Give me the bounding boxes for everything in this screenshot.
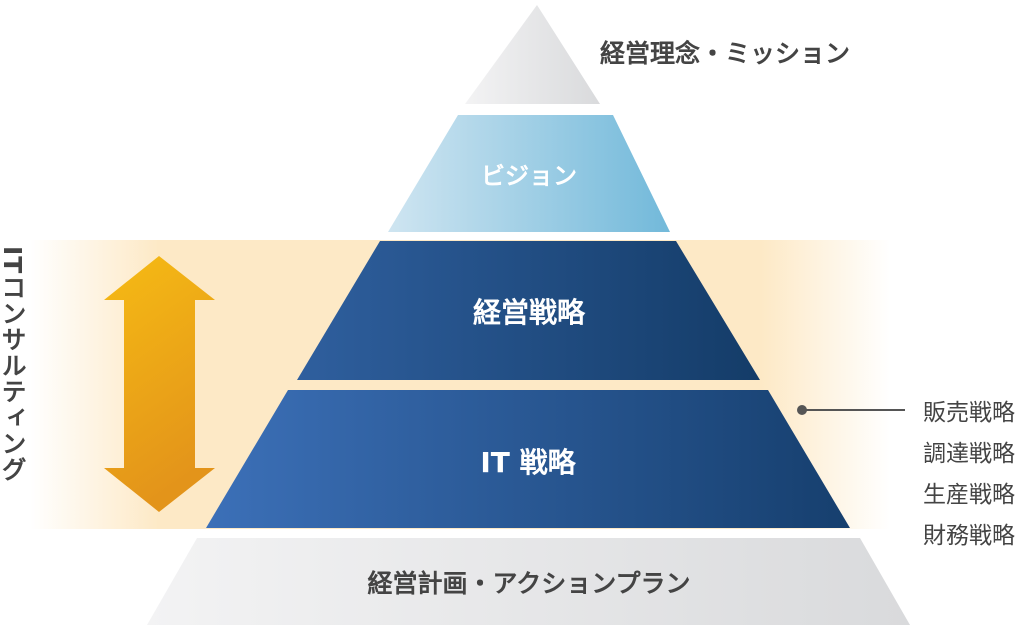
plan-label: 経営計画・アクションプラン	[367, 569, 690, 598]
sub-strategy-sales: 販売戦略	[923, 400, 1015, 426]
vision-label: ビジョン	[481, 162, 577, 190]
sub-strategy-production: 生産戦略	[923, 482, 1015, 508]
plan-tier	[147, 538, 910, 625]
it-strategy-tier	[206, 390, 850, 528]
management-strategy-label: 経営戦略	[473, 296, 586, 329]
it-strategy-label: IT 戦略	[480, 446, 576, 479]
mission-label: 経営理念・ミッション	[600, 39, 850, 68]
management-strategy-tier	[297, 241, 760, 380]
sub-strategy-finance: 財務戦略	[923, 523, 1015, 549]
sub-strategy-procurement: 調達戦略	[923, 441, 1015, 467]
double-arrow-icon	[104, 256, 215, 512]
vision-tier	[388, 115, 670, 232]
mission-tier	[465, 5, 600, 104]
it-consulting-label: ITコンサルティング	[0, 246, 27, 483]
